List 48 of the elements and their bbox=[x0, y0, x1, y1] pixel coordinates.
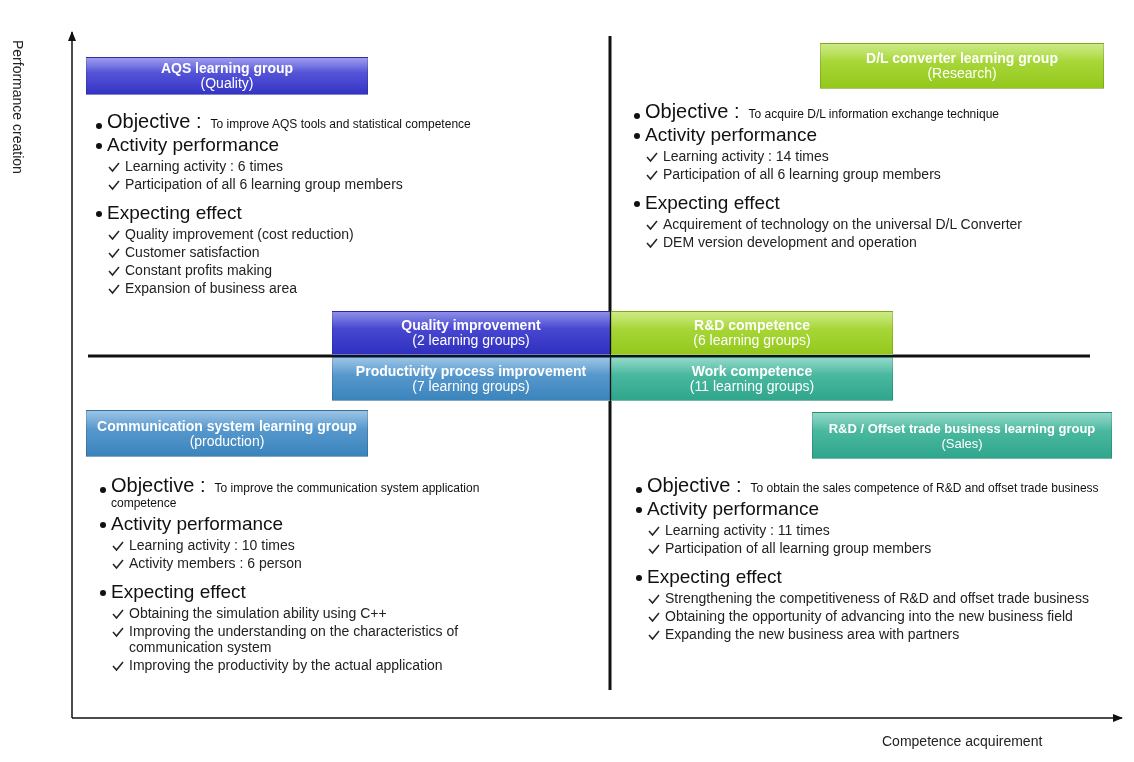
category-box bbox=[611, 311, 893, 355]
list-item: Expanding the new business area with partners bbox=[665, 626, 960, 642]
group-count: (7 learning groups) bbox=[412, 379, 530, 394]
objective-text: Objective : To acquire D/L information exchange technique bbox=[645, 104, 999, 122]
group-count: (6 learning groups) bbox=[693, 333, 811, 348]
category-title: Work competence bbox=[691, 364, 813, 379]
list-item: Learning activity : 14 times bbox=[663, 148, 829, 164]
category-title: Productivity process improvement bbox=[355, 364, 587, 379]
list-item: Strengthening the competitiveness of R&D and offset trade business bbox=[665, 590, 1089, 606]
category-title: R&D competence bbox=[694, 318, 810, 333]
list-item: Expansion of business area bbox=[125, 280, 297, 296]
group-title-box: Communication system learning group (production) bbox=[86, 410, 368, 457]
list-item: Improving the productivity by the actual application bbox=[129, 657, 443, 673]
section-heading: Expecting effect bbox=[645, 192, 780, 214]
group-title-box: D/L converter learning group (Research) bbox=[820, 43, 1104, 89]
list-item: Obtaining the simulation ability using C++ bbox=[129, 605, 387, 621]
list-item: Customer satisfaction bbox=[125, 244, 260, 260]
section-heading: Activity performance bbox=[111, 513, 284, 535]
list-item: Participation of all 6 learning group members bbox=[125, 176, 403, 192]
group-count: (11 learning groups) bbox=[689, 379, 815, 394]
list-item: Participation of all learning group members bbox=[665, 540, 932, 556]
list-item: Constant profits making bbox=[125, 262, 273, 278]
list-item: Learning activity : 10 times bbox=[129, 537, 295, 553]
group-count: (2 learning groups) bbox=[412, 333, 530, 348]
section-heading: Expecting effect bbox=[111, 581, 246, 603]
list-item: Acquirement of technology on the universal D/L Converter bbox=[663, 216, 1022, 232]
category-box bbox=[332, 357, 610, 401]
category-box bbox=[332, 311, 610, 355]
list-item: Learning activity : 11 times bbox=[665, 522, 830, 538]
list-item: Activity members : 6 person bbox=[129, 555, 302, 571]
list-item: Obtaining the opportunity of advancing into the new business field bbox=[665, 608, 1073, 624]
list-item: Improving the understanding on the characteristics of communication system bbox=[129, 623, 460, 655]
axis-label: Competence acquirement bbox=[882, 733, 1043, 749]
section-heading: Activity performance bbox=[107, 134, 280, 156]
section-heading: Expecting effect bbox=[107, 202, 242, 224]
category-title: Quality improvement bbox=[401, 318, 541, 333]
group-title-box: R&D / Offset trade business learning group (Sales) bbox=[812, 412, 1112, 459]
list-item: Learning activity : 6 times bbox=[125, 158, 283, 174]
list-item: Participation of all 6 learning group members bbox=[663, 166, 941, 182]
section-heading: Activity performance bbox=[645, 124, 818, 146]
axis-label: Performance creation bbox=[10, 40, 26, 174]
category-box bbox=[611, 357, 893, 401]
section-heading: Expecting effect bbox=[647, 566, 782, 588]
group-title-box: AQS learning group (Quality) bbox=[86, 57, 368, 95]
objective-text: Objective : To improve the communication system application competence bbox=[111, 478, 481, 511]
list-item: Quality improvement (cost reduction) bbox=[125, 226, 354, 242]
section-heading: Activity performance bbox=[647, 498, 820, 520]
list-item: DEM version development and operation bbox=[663, 234, 917, 250]
